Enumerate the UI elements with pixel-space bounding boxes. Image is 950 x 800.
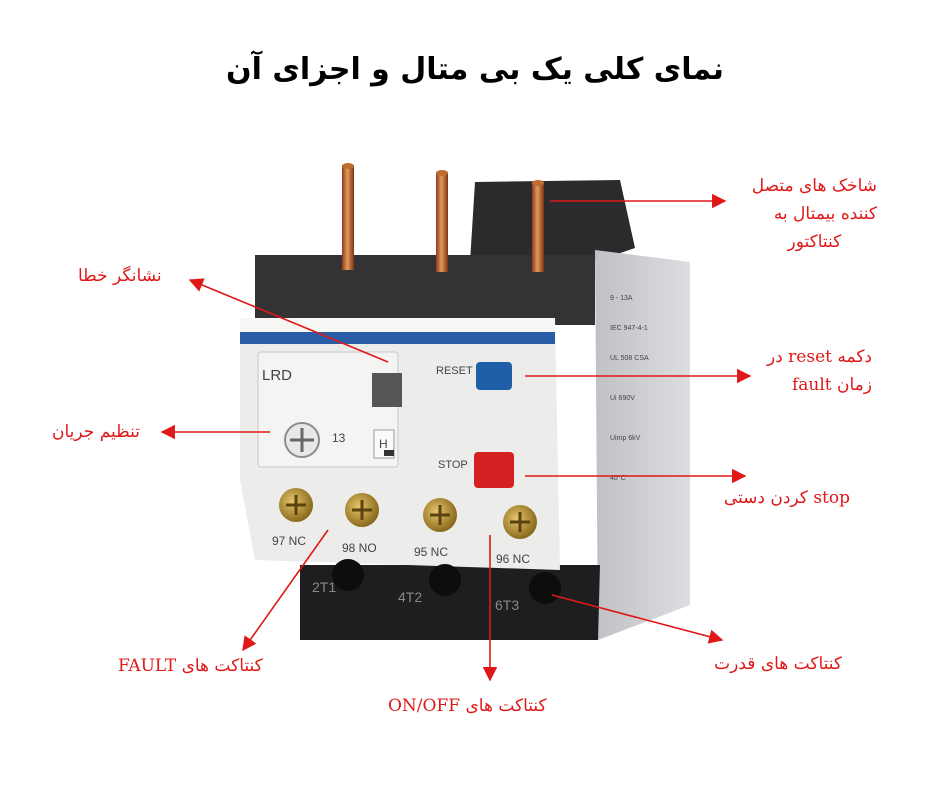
aux-terminal-label: 96 NC — [496, 552, 530, 566]
arrow-fault-contacts — [242, 529, 329, 652]
svg-text:Uimp 6kV: Uimp 6kV — [610, 435, 641, 442]
reset-label: RESET — [436, 365, 473, 377]
label-onoff-contacts: کنتاکت های ON/OFF — [388, 696, 547, 716]
pin-2 — [436, 172, 448, 272]
label-line: کنتاکتور — [787, 232, 842, 252]
top-black-housing — [470, 180, 635, 262]
blue-stripe — [240, 332, 555, 344]
power-terminal-label: 4T2 — [398, 589, 422, 605]
label-line: کننده بیمتال به — [773, 204, 877, 224]
label-line: زمان fault — [791, 375, 872, 395]
label-reset: دکمه reset در زمان fault — [767, 343, 872, 399]
aux-terminals: 97 NC 98 NO 95 NC 96 NC — [272, 488, 537, 566]
connector-pins — [342, 163, 544, 272]
aux-terminal-label: 97 NC — [272, 534, 306, 548]
lower-black-base — [300, 565, 600, 640]
label-line: شاخک های متصل — [751, 176, 877, 196]
stop-button[interactable] — [474, 452, 514, 488]
svg-text:IEC 947-4-1: IEC 947-4-1 — [610, 325, 648, 332]
arrow-power-contacts — [551, 594, 724, 644]
aux-terminal-label: 95 NC — [414, 545, 448, 559]
svg-text:UL 508 CSA: UL 508 CSA — [610, 355, 649, 362]
relay-body: 9 - 13A IEC 947-4-1 UL 508 CSA Ui 690V U… — [240, 180, 690, 640]
dial-value: 13 — [332, 431, 346, 445]
power-terminal-hole — [429, 564, 461, 596]
label-fault-contacts: کنتاکت های FAULT — [118, 656, 263, 676]
side-panel — [595, 250, 690, 640]
front-details: LRD 13 H RESET STOP — [262, 365, 473, 471]
label-pins: شاخک های متصل کننده بیمتال به کنتاکتور — [752, 172, 877, 256]
mode-letter: H — [379, 437, 388, 451]
diagram-title: نمای کلی یک بی متال و اجزای آن — [226, 52, 724, 87]
pin-1 — [342, 165, 354, 270]
label-stop: stop کردن دستی — [723, 488, 850, 508]
aux-terminal-label: 98 NO — [342, 541, 377, 555]
stop-label: STOP — [438, 459, 468, 471]
power-terminal-label: 2T1 — [312, 579, 336, 595]
reset-button[interactable] — [476, 362, 512, 390]
svg-text:Ui 690V: Ui 690V — [610, 395, 635, 402]
power-terminal-hole — [332, 559, 364, 591]
pin-3 — [532, 182, 544, 272]
label-line: دکمه reset در — [766, 347, 872, 367]
label-current-setting: تنظیم جریان — [52, 422, 140, 442]
annotation-arrows — [160, 193, 752, 682]
arrow-fault-indicator — [188, 278, 389, 363]
model-text: LRD — [262, 367, 292, 384]
fault-indicator-window — [372, 373, 402, 407]
label-power-contacts: کنتاکت های قدرت — [714, 654, 842, 674]
label-fault-indicator: نشانگر خطا — [78, 266, 162, 286]
svg-text:40°C: 40°C — [610, 474, 626, 482]
side-panel-print: 9 - 13A IEC 947-4-1 UL 508 CSA Ui 690V U… — [610, 295, 649, 482]
power-terminals: 2T1 4T2 6T3 — [312, 559, 561, 613]
power-terminal-hole — [529, 572, 561, 604]
power-terminal-label: 6T3 — [495, 597, 519, 613]
svg-text:9 - 13A: 9 - 13A — [610, 295, 633, 302]
